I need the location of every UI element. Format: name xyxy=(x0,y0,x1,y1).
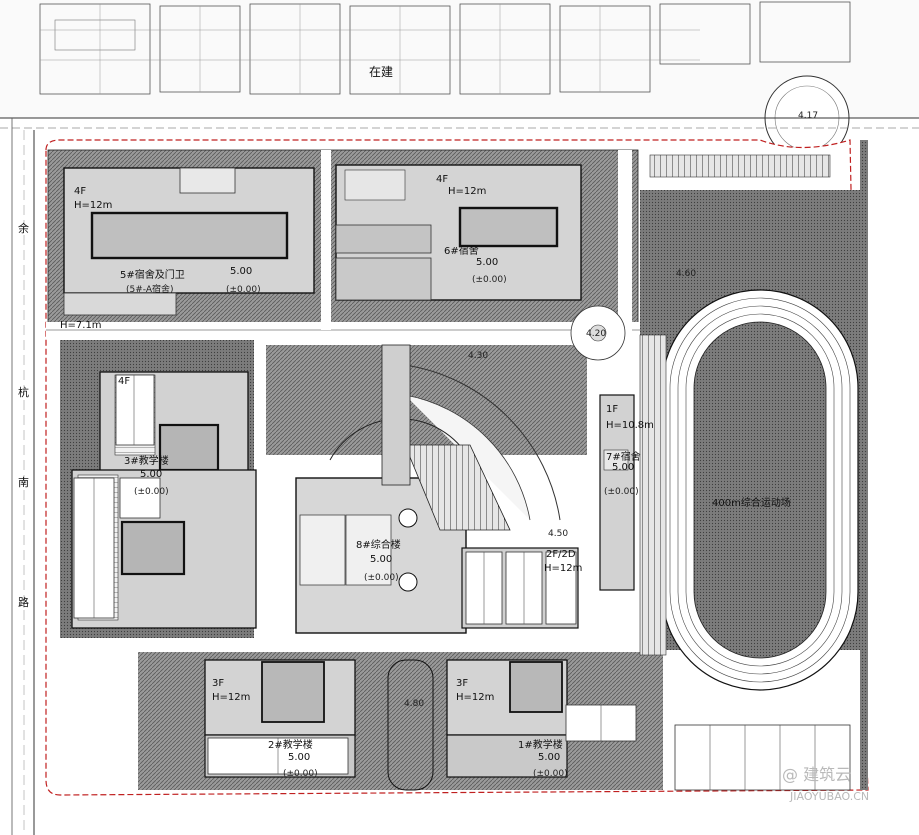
teach2-elev-ref: (±0.00) xyxy=(283,769,318,779)
teach1-name: 1#教学楼 xyxy=(518,738,563,751)
dorm5-floors: 4F xyxy=(74,186,86,197)
dorm7-elev-ref: (±0.00) xyxy=(604,487,639,497)
track-name: 400m综合运动场 xyxy=(712,496,791,509)
teach1-elev: 5.00 xyxy=(538,752,560,763)
west-road xyxy=(11,118,35,835)
dorm6-elev-ref: (±0.00) xyxy=(472,275,507,285)
site-labels: 在建 余 杭 南 路 4F H=12m 5#宿舍及门卫 (5#-A宿舍) 5.0… xyxy=(18,65,818,779)
watermark-logo: @ 建筑云 xyxy=(782,765,851,784)
dorm7-elev: 5.00 xyxy=(612,462,634,473)
spot-label-2: 4.20 xyxy=(586,329,606,339)
watermark: @ 建筑云 JIAOYUBAO.CN xyxy=(782,765,869,803)
dorm5-elev-ref: (±0.00) xyxy=(226,285,261,295)
spot-label-4: 4.50 xyxy=(548,529,568,539)
label-west-road-2: 杭 xyxy=(18,385,29,399)
spot-label-1: 4.17 xyxy=(798,111,818,121)
dorm6-height: H=12m xyxy=(448,186,486,197)
teach2-floors: 3F xyxy=(212,678,224,689)
dorm5-building xyxy=(63,167,315,316)
dorm6-floors: 4F xyxy=(436,174,448,185)
teach3-name: 3#教学楼 xyxy=(124,454,169,467)
complex8-elev-ref: (±0.00) xyxy=(364,573,399,583)
teach1-elev-ref: (±0.00) xyxy=(533,769,568,779)
basketball-courts xyxy=(73,374,851,791)
dorm6-building xyxy=(335,164,582,301)
dorm7-height: H=10.8m xyxy=(606,420,654,431)
dorm5-sub: (5#-A宿舍) xyxy=(126,283,174,295)
label-west-road-3: 南 xyxy=(18,476,29,489)
dorm5-name: 5#宿舍及门卫 xyxy=(120,268,185,281)
teach3-elev: 5.00 xyxy=(140,469,162,480)
dorm7-building xyxy=(599,394,635,591)
dorm6-name: 6#宿舍 xyxy=(444,244,479,257)
sports-field xyxy=(639,154,859,691)
spot-label-6: 4.80 xyxy=(404,699,424,709)
teach1-floors: 3F xyxy=(456,678,468,689)
spot-label-3: 4.30 xyxy=(468,351,488,361)
north-neighbor-blocks xyxy=(0,0,919,161)
complex8-floors: 2F/2D xyxy=(546,549,576,560)
label-north-road: 在建 xyxy=(369,65,393,79)
label-west-road-1: 余 xyxy=(18,221,29,235)
teach3-floors: 4F xyxy=(118,376,130,387)
dorm6-elev: 5.00 xyxy=(476,257,498,268)
dorm7-name: 7#宿舍 xyxy=(606,450,641,463)
teach3-height: H=7.1m xyxy=(60,320,102,331)
complex8-elev: 5.00 xyxy=(370,554,392,565)
dorm7-floors: 1F xyxy=(606,404,618,415)
dorm5-elev: 5.00 xyxy=(230,266,252,277)
teach3-elev-ref: (±0.00) xyxy=(134,487,169,497)
complex8-name: 8#综合楼 xyxy=(356,538,401,551)
teach2-name: 2#教学楼 xyxy=(268,738,313,751)
teach1-height: H=12m xyxy=(456,692,494,703)
complex8-height: H=12m xyxy=(544,563,582,574)
dorm5-height: H=12m xyxy=(74,200,112,211)
teaching-building-1 xyxy=(387,659,568,791)
teach2-elev: 5.00 xyxy=(288,752,310,763)
spot-label-5: 4.60 xyxy=(676,269,696,279)
watermark-text: JIAOYUBAO.CN xyxy=(789,790,869,803)
teach2-height: H=12m xyxy=(212,692,250,703)
label-west-road-4: 路 xyxy=(18,596,29,609)
